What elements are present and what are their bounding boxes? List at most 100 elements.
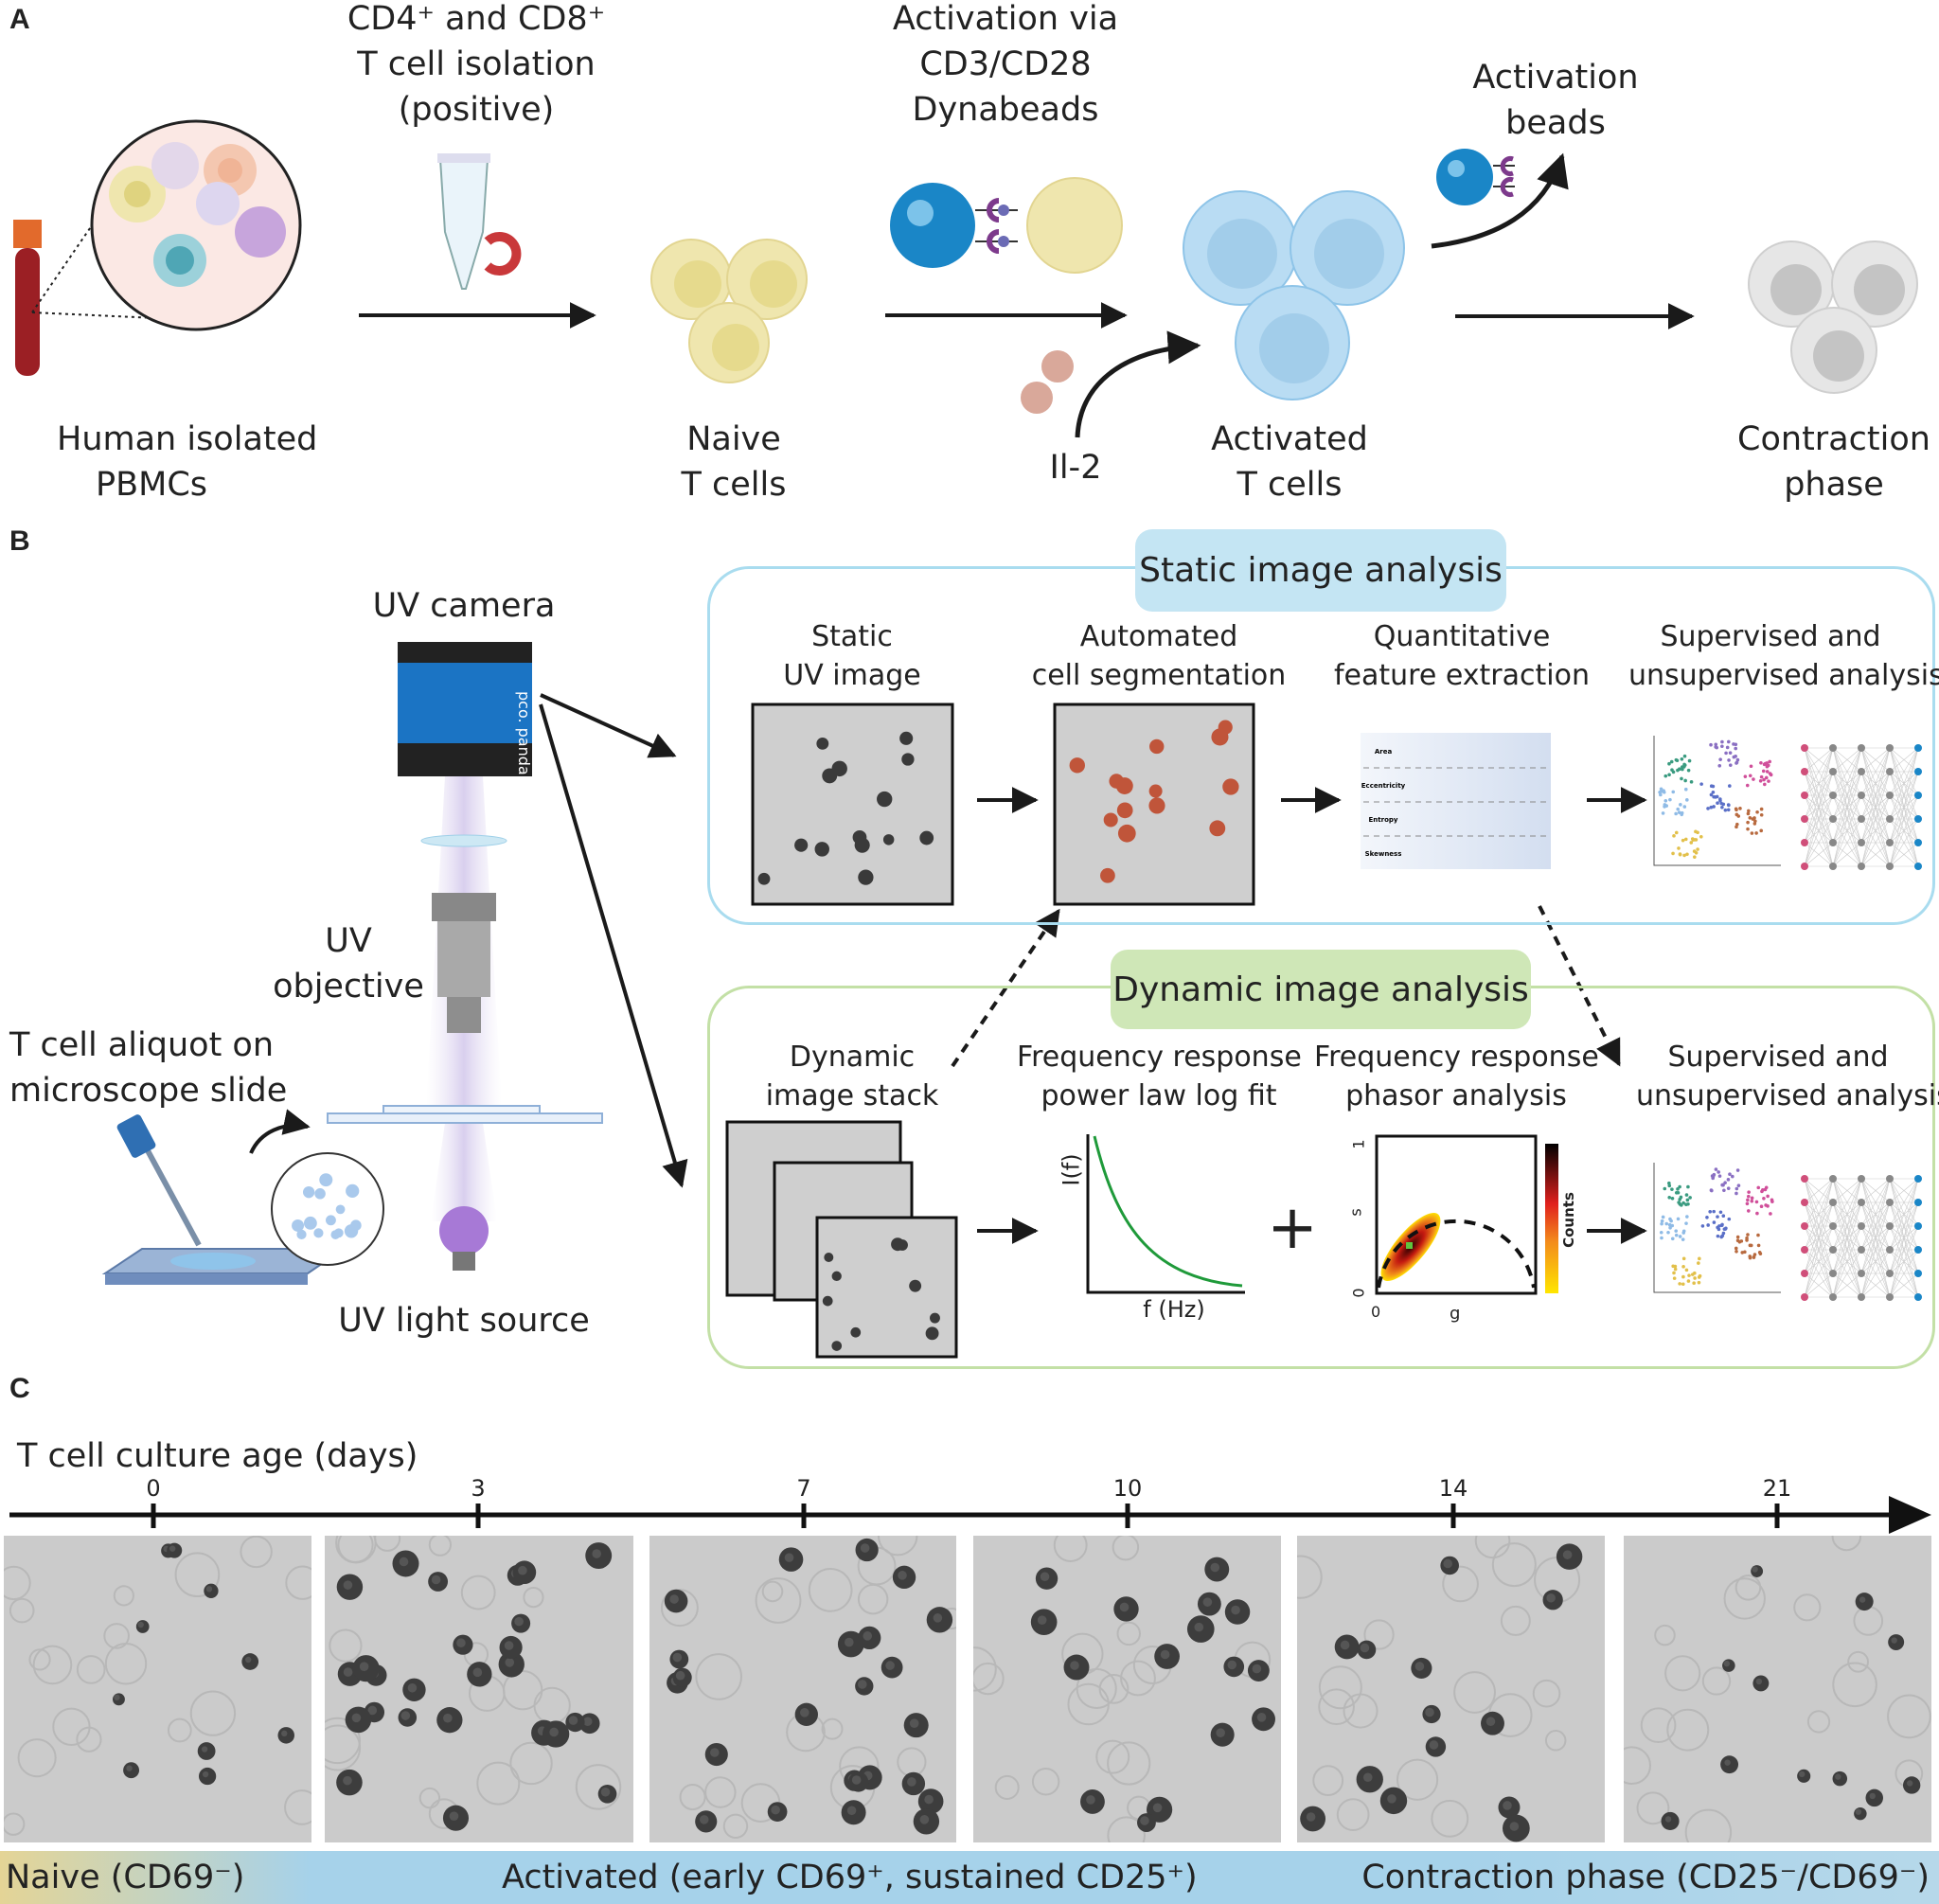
scatter-point: [1671, 851, 1675, 856]
scatter-point: [1685, 852, 1689, 857]
nn-node: [1858, 1293, 1865, 1301]
nn-node: [1886, 1175, 1894, 1183]
uv-bulb-icon: [439, 1206, 489, 1271]
scatter-point: [1716, 1234, 1720, 1238]
cell-nucleus: [456, 1638, 466, 1648]
cell-nucleus: [472, 1667, 483, 1678]
cell: [1222, 778, 1239, 795]
scatter-point: [1756, 1185, 1761, 1190]
scatter-point: [1726, 803, 1731, 807]
cell-nucleus: [281, 1730, 288, 1737]
scatter-point: [1759, 1204, 1764, 1209]
scatter-point: [1680, 1203, 1683, 1207]
cell-nucleus: [518, 1565, 527, 1575]
scatter-point: [1712, 1220, 1717, 1224]
scatter-point: [1687, 758, 1692, 763]
phasor-x0: 0: [1371, 1303, 1381, 1321]
scatter-point: [1674, 830, 1679, 835]
scatter-point: [1693, 1276, 1697, 1280]
feature-table: Area Eccentricity Entropy Skewness: [1361, 733, 1551, 869]
scatter-point: [1660, 1221, 1663, 1226]
scatter-point: [1752, 822, 1757, 826]
cell: [1103, 812, 1118, 827]
scatter-point: [1678, 1282, 1681, 1286]
nn-node: [1886, 839, 1894, 846]
cell-nucleus: [351, 1713, 362, 1723]
cell-nucleus: [699, 1815, 709, 1824]
cell: [930, 1312, 940, 1324]
scatter-point: [1674, 1229, 1679, 1233]
cell-nucleus: [343, 1775, 352, 1786]
scatter-point: [1747, 809, 1751, 813]
day-label: 21: [1762, 1475, 1792, 1502]
cell-suspension-inset: [271, 1152, 384, 1266]
scatter-point: [1752, 777, 1755, 781]
cell-nucleus: [784, 1553, 794, 1562]
scatter-point: [1756, 1233, 1760, 1237]
scatter-point: [1755, 1211, 1759, 1216]
scatter-point: [1661, 811, 1665, 815]
scatter-point: [1694, 850, 1699, 855]
scatter-point: [1667, 761, 1671, 766]
cell-nucleus: [709, 1748, 720, 1757]
scatter-point: [1706, 1223, 1710, 1227]
blood-tube-icon: [13, 220, 42, 376]
cell: [925, 1326, 939, 1341]
scatter-point: [1721, 1231, 1726, 1236]
cell-nucleus: [431, 1575, 441, 1585]
il2-label: Il-2: [1049, 449, 1102, 487]
nn-node: [1886, 1199, 1894, 1206]
uv-camera-label: UV camera: [372, 587, 556, 625]
cell-nucleus: [933, 1613, 943, 1623]
scatter-point: [1754, 831, 1758, 835]
nn-node: [1829, 1246, 1837, 1254]
cell-nucleus: [1210, 1562, 1220, 1573]
scatter-point: [1699, 782, 1703, 786]
scatter-point: [1735, 1235, 1740, 1239]
cell-nucleus: [582, 1717, 593, 1727]
scatter-point: [1686, 768, 1691, 773]
scatter-point: [1720, 1183, 1724, 1187]
cell-nucleus: [1752, 1566, 1758, 1573]
cell-nucleus: [800, 1708, 809, 1717]
cell-nucleus: [1362, 1772, 1373, 1783]
scatter-point: [1751, 817, 1755, 821]
scatter-point: [1712, 805, 1716, 809]
cell-nucleus: [1256, 1713, 1267, 1722]
nn-node: [1914, 744, 1922, 752]
cell: [858, 869, 874, 885]
magnet-tube-icon: [437, 153, 522, 290]
scatter-point: [1709, 784, 1714, 789]
cell-nucleus: [1086, 1795, 1095, 1805]
micrograph-day-0: [4, 1536, 311, 1842]
cell-nucleus: [600, 1787, 611, 1797]
scatter-point: [1720, 1222, 1724, 1227]
scatter-point: [1769, 1212, 1772, 1216]
uv-light-label: UV light source: [338, 1302, 590, 1340]
scatter-point: [1749, 764, 1753, 769]
scatter-point: [1725, 745, 1730, 750]
cell: [303, 1216, 317, 1230]
scatter-point: [1705, 1215, 1709, 1219]
cell: [1117, 824, 1136, 843]
power-law-plot: [1086, 1134, 1245, 1294]
cell-nucleus: [846, 1806, 857, 1816]
micrograph-day-14: [1297, 1536, 1605, 1842]
cell: [1148, 797, 1165, 814]
scatter-point: [1748, 816, 1752, 820]
nn-node: [1801, 744, 1808, 752]
scatter-point: [1678, 1184, 1681, 1189]
nn-node: [1801, 1270, 1808, 1277]
phasor-y1: 1: [1349, 1139, 1368, 1149]
cell: [757, 872, 771, 885]
scatter-point: [1691, 838, 1696, 842]
scatter-point: [1750, 1196, 1754, 1201]
cell-nucleus: [1859, 1596, 1866, 1603]
scatter-point: [1709, 805, 1714, 810]
scatter-point: [1680, 765, 1684, 769]
cell-nucleus: [514, 1616, 524, 1627]
